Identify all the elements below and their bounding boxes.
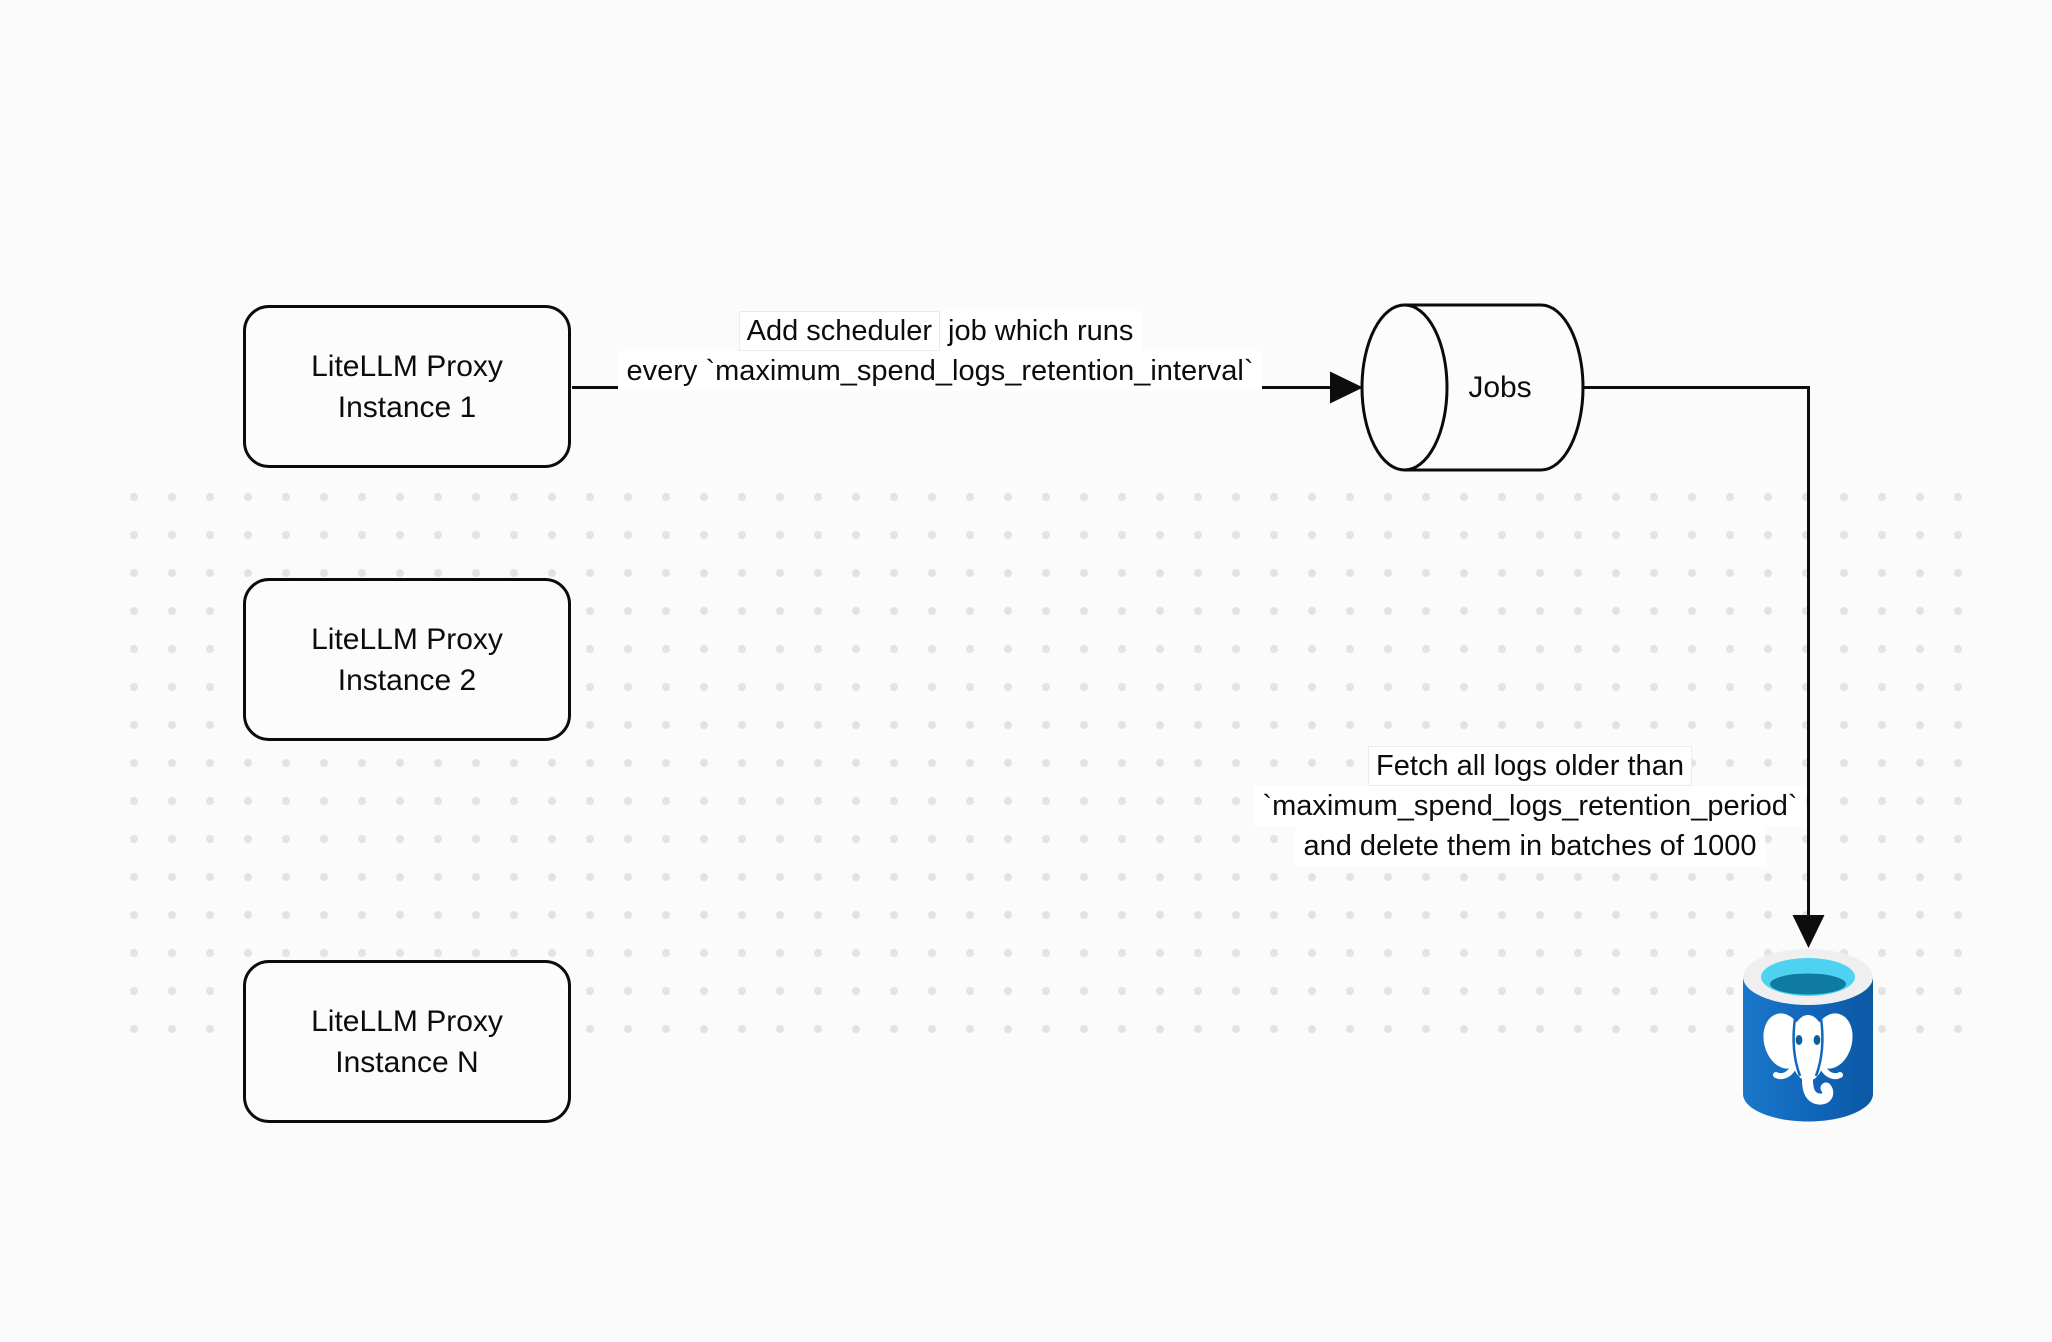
node-label: Instance 1 [337, 390, 477, 424]
edge-fetch-arrow [1583, 386, 1825, 948]
arrowhead-right-icon [1330, 371, 1363, 404]
edge-label-text: `maximum_spend_logs_retention_period` [1254, 786, 1806, 826]
edge-label-fetch: Fetch all logs older than `maximum_spend… [1155, 746, 1905, 866]
node-litellm-proxy-instance-1: LiteLLM Proxy Instance 1 [243, 305, 571, 468]
edge-label-text: job which runs [940, 311, 1142, 351]
node-label: LiteLLM Proxy [311, 349, 503, 383]
postgresql-elephant-icon [1763, 1013, 1853, 1105]
edge-label-text: Fetch all logs older than [1368, 746, 1692, 786]
db-cylinder-top-shade [1770, 973, 1846, 995]
node-litellm-proxy-instance-2: LiteLLM Proxy Instance 2 [243, 578, 571, 741]
node-label: Instance 2 [337, 663, 477, 697]
jobs-cylinder [1360, 303, 1585, 472]
edge-label-text: Add scheduler [738, 311, 941, 351]
edge-label-text: and delete them in batches of 1000 [1295, 826, 1765, 866]
node-label: Instance N [335, 1045, 479, 1079]
arrowhead-down-icon [1792, 915, 1825, 948]
azure-postgresql-database-icon [1743, 949, 1873, 1122]
edge-label-text: every `maximum_spend_logs_retention_inte… [618, 351, 1262, 391]
node-label: LiteLLM Proxy [311, 622, 503, 656]
jobs-node-label: Jobs [1468, 371, 1532, 404]
node-label: LiteLLM Proxy [311, 1004, 503, 1038]
node-litellm-proxy-instance-n: LiteLLM Proxy Instance N [243, 960, 571, 1123]
